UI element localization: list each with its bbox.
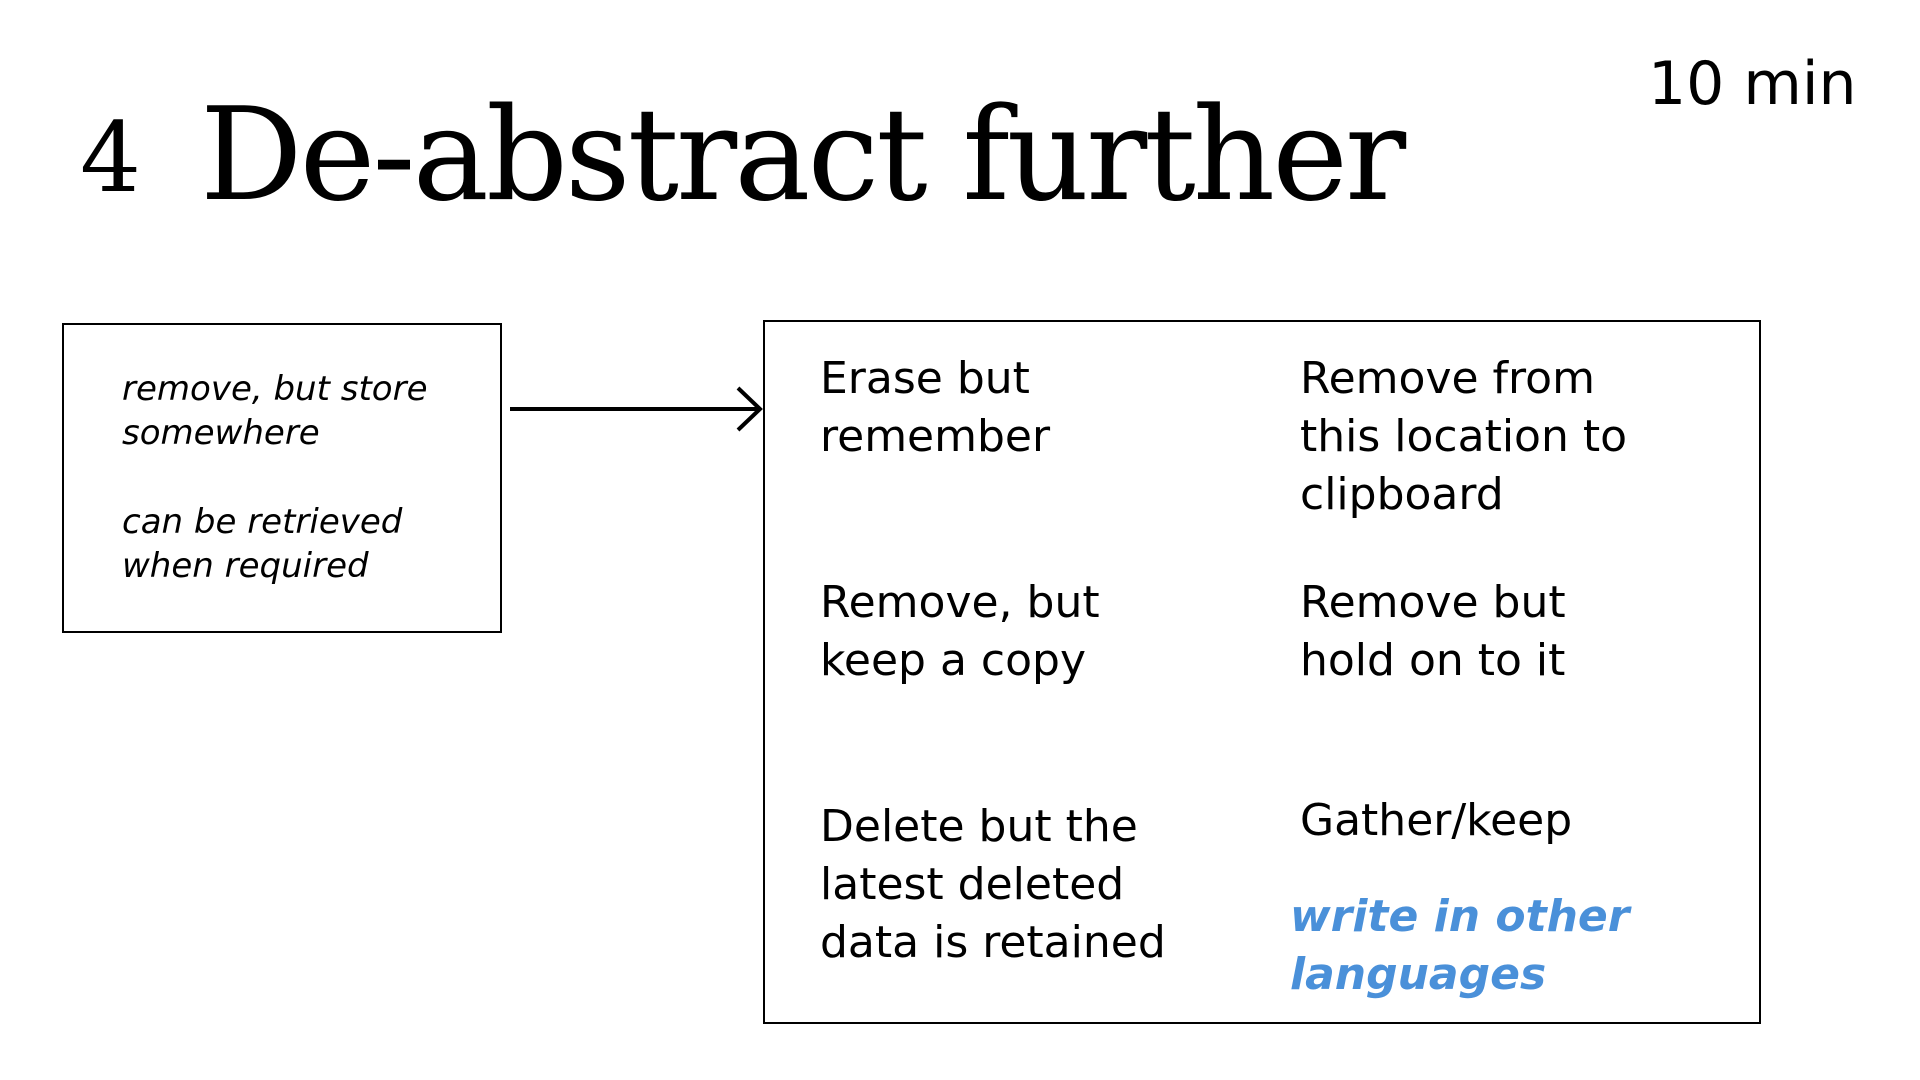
idea-line: latest deleted: [820, 859, 1125, 910]
idea-line: Remove, but: [820, 577, 1100, 628]
idea-erase-but-remember: Erase but remember: [820, 350, 1050, 466]
idea-line: data is retained: [820, 917, 1166, 968]
arrow-right-icon: [510, 386, 763, 432]
source-note-store: remove, but store somewhere: [122, 367, 462, 455]
idea-line: clipboard: [1300, 469, 1504, 520]
idea-gather-keep: Gather/keep: [1300, 792, 1572, 850]
source-note-line: when required: [122, 546, 369, 586]
idea-line: Erase but: [820, 353, 1030, 404]
idea-line: remember: [820, 411, 1051, 462]
idea-write-other-languages: write in other languages: [1290, 888, 1629, 1004]
arrow-head: [736, 386, 763, 432]
idea-line: write in other: [1290, 891, 1630, 942]
idea-line: Remove but: [1300, 577, 1566, 628]
source-note-line: can be retrieved: [122, 502, 403, 542]
idea-remove-keep-copy: Remove, but keep a copy: [820, 574, 1100, 690]
idea-line: hold on to it: [1300, 635, 1566, 686]
idea-remove-to-clipboard: Remove from this location to clipboard: [1300, 350, 1627, 524]
idea-remove-hold-on: Remove but hold on to it: [1300, 574, 1566, 690]
step-number: 4: [80, 102, 142, 214]
source-concept-box: remove, but store somewhere can be retri…: [62, 323, 502, 633]
idea-line: Gather/keep: [1300, 795, 1573, 846]
idea-line: Delete but the: [820, 801, 1138, 852]
ideas-box: Erase but remember Remove from this loca…: [763, 320, 1761, 1024]
idea-line: languages: [1290, 949, 1547, 1000]
source-note-line: remove, but store: [122, 369, 428, 409]
source-note-line: somewhere: [122, 413, 320, 453]
idea-line: keep a copy: [820, 635, 1086, 686]
time-label: 10 min: [1648, 49, 1857, 119]
idea-delete-retained: Delete but the latest deleted data is re…: [820, 798, 1166, 972]
idea-line: this location to: [1300, 411, 1628, 462]
source-note-retrieve: can be retrieved when required: [122, 500, 462, 588]
slide-title: De-abstract further: [200, 81, 1406, 230]
idea-line: Remove from: [1300, 353, 1595, 404]
